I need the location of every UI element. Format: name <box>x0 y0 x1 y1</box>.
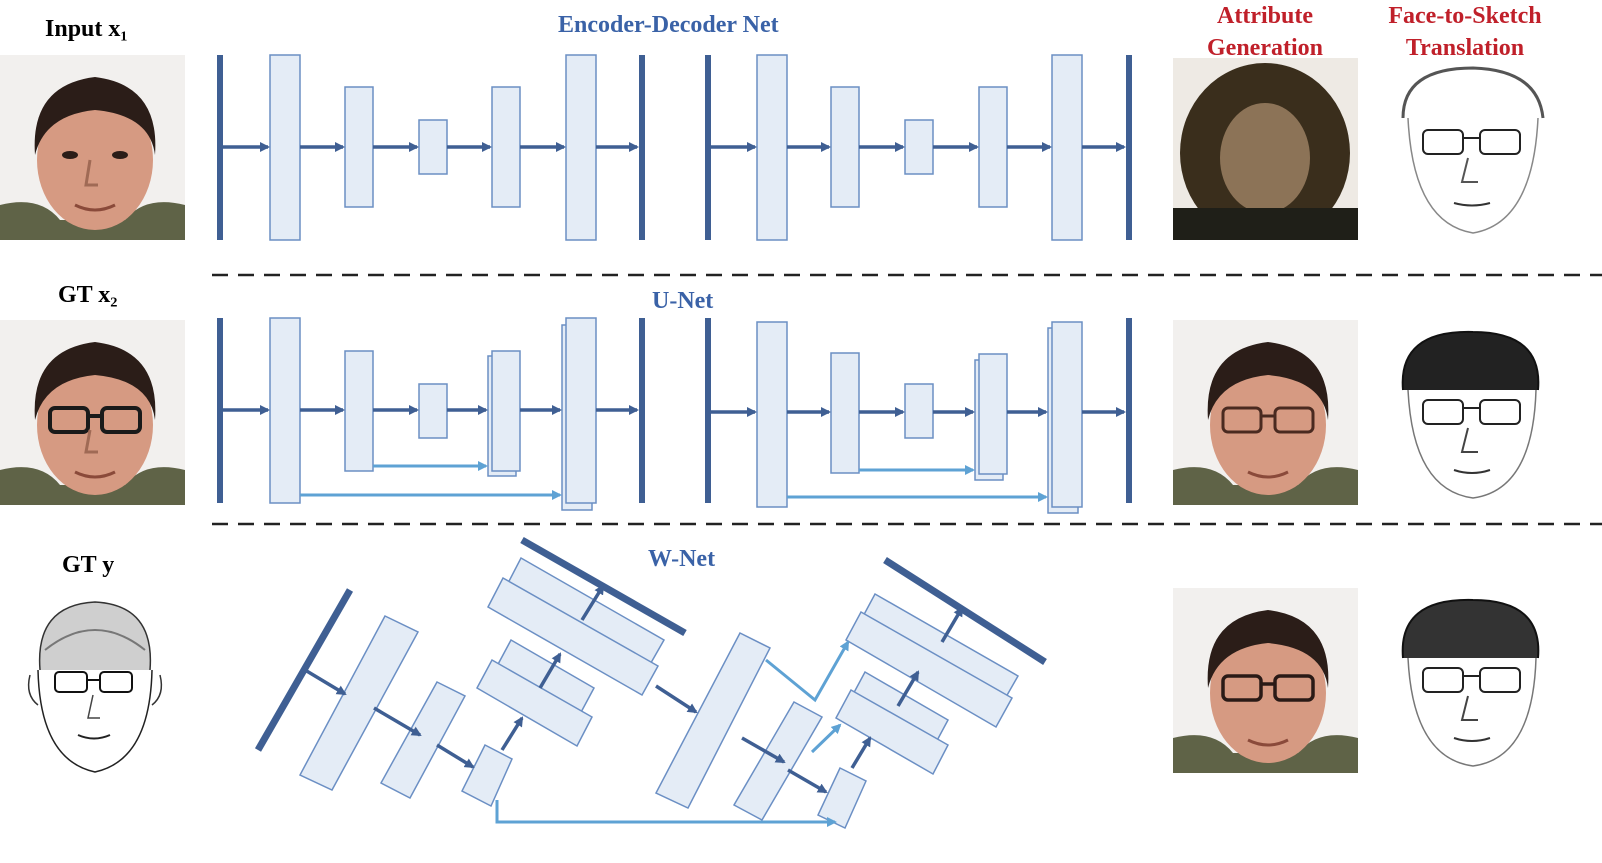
gt-y-label: GT y <box>62 552 115 578</box>
gt-sketch <box>0 590 185 780</box>
input-face-photo <box>0 55 185 240</box>
face-to-sketch-header: Face-to-Sketch Translation <box>1388 3 1542 61</box>
gt-face-photo <box>0 320 185 505</box>
gt-x2-label: GT x₂ <box>58 282 118 308</box>
attribute-generation-header: Attribute Generation <box>1207 3 1323 61</box>
encoder-decoder-title: Encoder-Decoder Net <box>558 12 779 38</box>
sketch-result-encoder-decoder <box>1378 58 1563 240</box>
sketch-result-unet <box>1378 320 1563 505</box>
unet-title: U-Net <box>652 288 714 314</box>
input-x1-label: Input x₁ <box>45 16 128 42</box>
wnet-title: W-Net <box>648 546 716 572</box>
attribute-result-encoder-decoder <box>1173 58 1358 240</box>
unet-diagram <box>217 317 1132 514</box>
sketch-result-wnet <box>1378 588 1563 773</box>
attribute-result-wnet <box>1173 588 1358 773</box>
encoder-decoder-diagram <box>217 54 1132 241</box>
wnet-diagram <box>254 536 1047 830</box>
attribute-result-unet <box>1173 320 1358 505</box>
